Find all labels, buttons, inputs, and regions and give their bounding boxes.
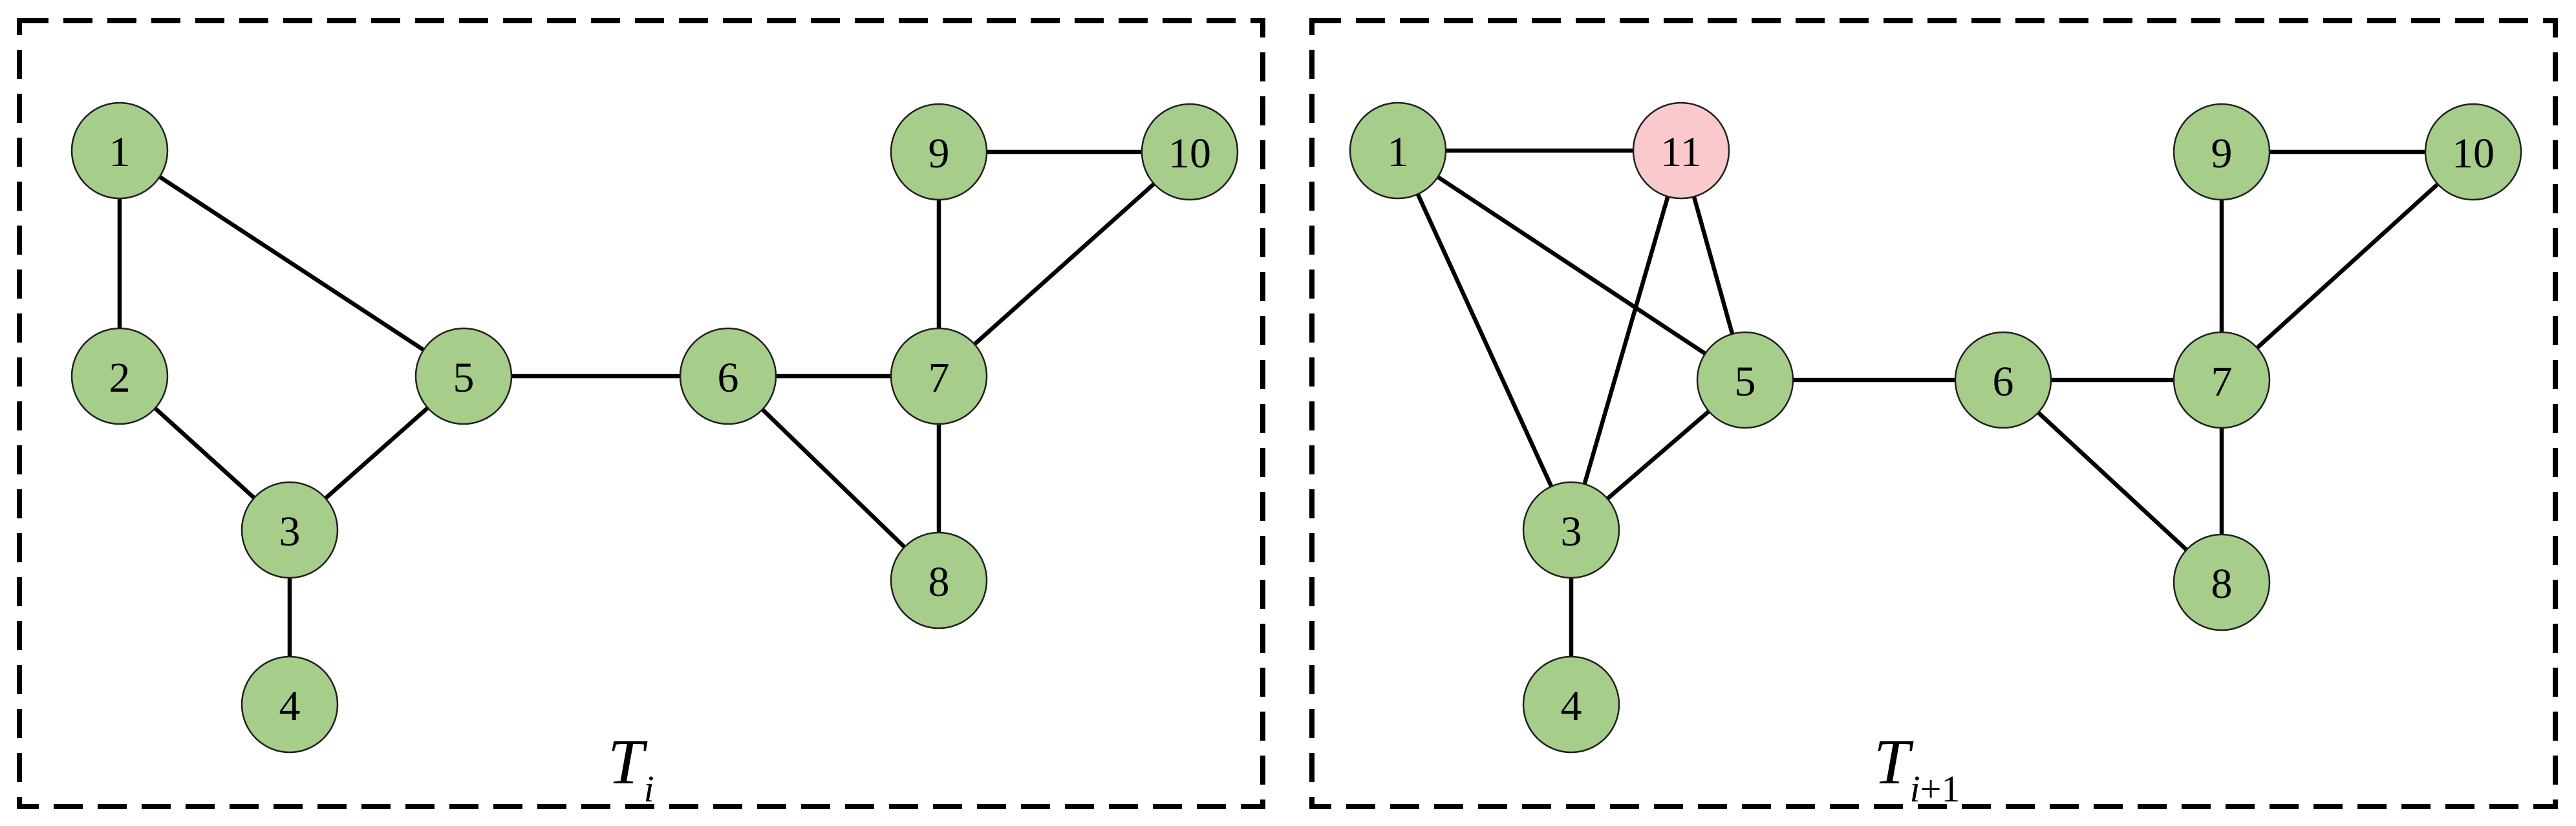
node-4: 4 <box>1522 655 1620 754</box>
node-label-9: 9 <box>928 130 950 177</box>
node-label-1: 1 <box>1388 129 1409 176</box>
node-3: 3 <box>1522 481 1620 579</box>
panel-title-subscript: i <box>1910 768 1920 810</box>
edge-6-8 <box>726 374 941 582</box>
node-6: 6 <box>1954 331 2052 429</box>
node-circle-7 <box>2173 331 2271 429</box>
node-label-2: 2 <box>109 354 131 401</box>
edge-11-3 <box>1569 150 1684 531</box>
node-circle-6 <box>679 327 777 425</box>
node-label-4: 4 <box>279 683 301 730</box>
node-circle-5 <box>1696 331 1794 429</box>
node-10: 10 <box>2424 103 2522 201</box>
node-label-8: 8 <box>2211 560 2233 608</box>
node-label-7: 7 <box>2211 358 2233 405</box>
node-7: 7 <box>890 327 988 425</box>
node-layer: 1 2 3 4 5 6 7 8 9 10 <box>70 101 1239 754</box>
node-label-9: 9 <box>2211 130 2233 177</box>
edge-layer <box>1396 148 2475 704</box>
node-circle-2 <box>70 327 169 425</box>
node-label-3: 3 <box>279 508 301 555</box>
panel-border <box>1309 18 2558 809</box>
node-9: 9 <box>2173 103 2271 201</box>
node-label-7: 7 <box>928 354 950 401</box>
edge-1-5 <box>118 149 465 378</box>
node-circle-9 <box>890 103 988 201</box>
node-10: 10 <box>1141 103 1239 201</box>
node-label-4: 4 <box>1561 683 1582 730</box>
node-circle-10 <box>2424 103 2522 201</box>
node-label-8: 8 <box>928 558 950 606</box>
node-5: 5 <box>1696 331 1794 429</box>
panel-title-subscript-rest: +1 <box>1920 768 1960 810</box>
node-9: 9 <box>890 103 988 201</box>
node-label-3: 3 <box>1561 508 1582 555</box>
node-1: 1 <box>70 101 169 200</box>
node-circle-8 <box>2173 533 2271 631</box>
node-label-10: 10 <box>2452 130 2495 177</box>
node-circle-3 <box>241 481 339 579</box>
node-4: 4 <box>241 655 339 754</box>
node-1: 1 <box>1349 101 1447 200</box>
node-circle-1 <box>1349 101 1447 200</box>
node-circle-4 <box>1522 655 1620 754</box>
panel-title-subscript: i <box>644 768 654 810</box>
node-circle-3 <box>1522 481 1620 579</box>
node-label-6: 6 <box>1993 358 2014 405</box>
node-label-6: 6 <box>718 354 739 401</box>
panel-title-ti: Ti <box>608 726 654 810</box>
node-11: 11 <box>1632 101 1730 200</box>
node-circle-5 <box>414 327 513 425</box>
node-5: 5 <box>414 327 513 425</box>
edge-6-8 <box>2001 378 2224 584</box>
node-3: 3 <box>241 481 339 579</box>
node-6: 6 <box>679 327 777 425</box>
node-2: 2 <box>70 327 169 425</box>
edge-layer <box>117 149 1192 704</box>
node-8: 8 <box>2173 533 2271 631</box>
node-7: 7 <box>2173 331 2271 429</box>
panel-border <box>17 18 1265 809</box>
node-circle-9 <box>2173 103 2271 201</box>
edge-1-5 <box>1397 149 1746 382</box>
node-circle-8 <box>890 531 988 630</box>
edge-1-3 <box>1396 149 1573 531</box>
node-label-11: 11 <box>1660 129 1702 176</box>
node-label-5: 5 <box>453 354 475 401</box>
node-circle-7 <box>890 327 988 425</box>
panel-title-ti-plus-1: Ti+1 <box>1874 726 1960 810</box>
node-circle-10 <box>1141 103 1239 201</box>
node-label-10: 10 <box>1168 130 1211 177</box>
node-label-1: 1 <box>109 129 131 176</box>
edge-7-10 <box>937 150 1192 378</box>
node-circle-11 <box>1632 101 1730 200</box>
node-circle-4 <box>241 655 339 754</box>
node-8: 8 <box>890 531 988 630</box>
node-label-5: 5 <box>1735 358 1756 405</box>
node-circle-1 <box>70 101 169 200</box>
edge-7-10 <box>2220 150 2475 382</box>
node-circle-6 <box>1954 331 2052 429</box>
